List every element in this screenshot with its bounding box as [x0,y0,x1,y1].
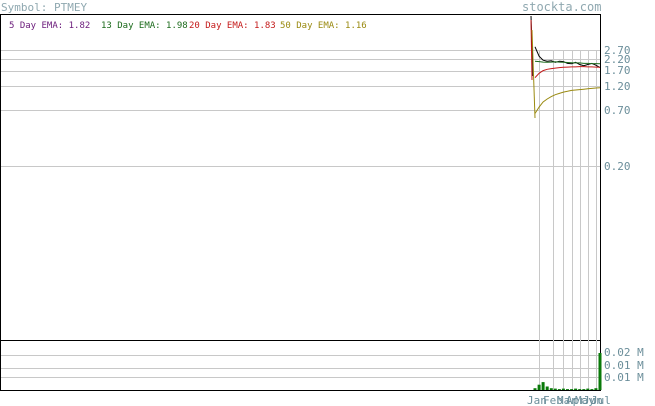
series-line [534,60,601,65]
series-line [534,87,601,114]
price-tick-label: 2.70 [604,44,631,57]
volume-bar [582,389,586,390]
x-tick-label: Mar [557,394,577,406]
volume-tick-label: 0.02 M [604,346,644,359]
legend-ema5: 5 Day EMA: 1.82 [9,21,90,31]
volume-tick-label: 0.01 M [604,371,644,384]
volume-bar [561,388,565,390]
volume-tick-label: 0.01 M [604,359,644,372]
x-tick-label: Jan [527,394,547,406]
volume-bar [533,388,537,390]
volume-bar [578,389,582,390]
volume-bar [570,389,574,390]
series-layer [534,46,601,114]
price-spike-ema50 [531,29,536,119]
volume-bar [545,386,549,390]
price-grid [1,50,600,167]
x-tick-label: May [575,394,595,406]
volume-bar [537,384,541,390]
price-spike-ema20 [530,19,533,81]
price-tick-label: 1.70 [604,64,631,77]
site-watermark[interactable]: stockta.com [522,0,601,14]
volume-bar [574,388,578,390]
x-grid [539,50,597,390]
volume-bar [557,389,561,390]
series-line [534,46,601,69]
volume-bar [594,388,598,390]
x-tick-label: Feb [543,394,563,406]
x-tick-label: Jun [583,394,603,406]
volume-bar [541,382,545,390]
volume-panel-frame [0,340,601,391]
x-tick-label: Jul [591,394,611,406]
volume-grid [1,355,600,378]
volume-bar [553,388,557,390]
symbol-label: Symbol: PTMEY [1,1,87,14]
volume-bar [598,353,602,390]
price-tick-label: 2.20 [604,53,631,66]
legend-ema20: 20 Day EMA: 1.83 [189,21,276,31]
price-tick-label: 0.70 [604,104,631,117]
legend-ema13: 13 Day EMA: 1.98 [101,21,188,31]
volume-bars [533,353,602,390]
price-tick-label: 1.20 [604,80,631,93]
series-line [534,66,601,79]
volume-bar [566,389,569,390]
price-tick-label: 0.20 [604,160,631,173]
volume-bar [590,389,594,390]
x-tick-label: Apr [566,394,586,406]
volume-bar [586,388,590,390]
price-panel-frame [0,14,601,341]
legend-ema50: 50 Day EMA: 1.16 [280,21,367,31]
volume-bar [549,388,553,390]
